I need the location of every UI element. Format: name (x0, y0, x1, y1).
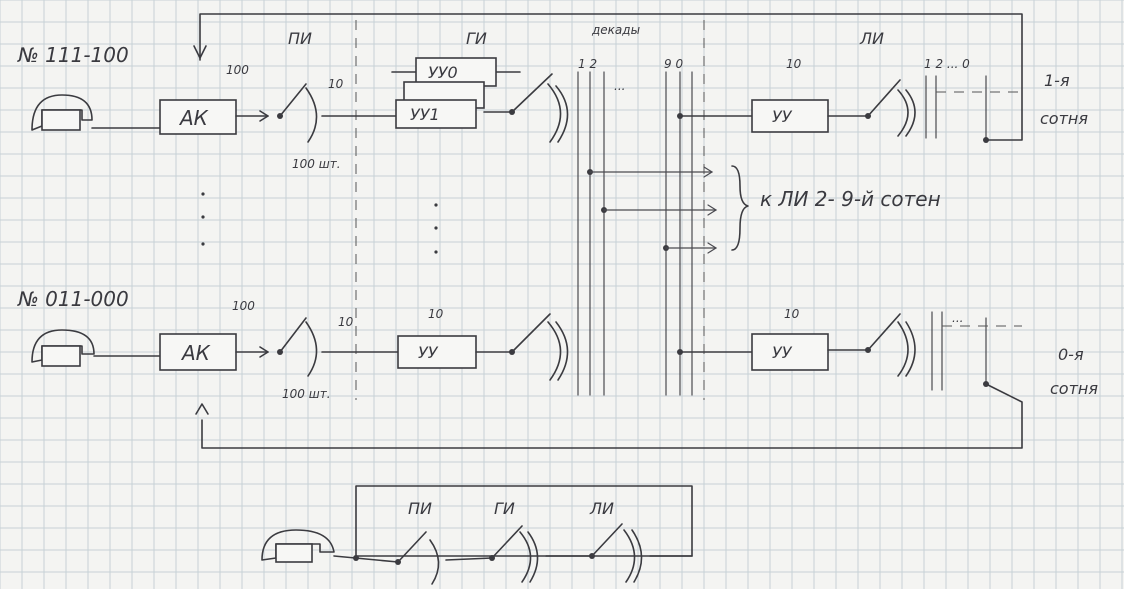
tap-arrow-icon-1 (703, 166, 714, 178)
bottom-pi-label: ПИ (408, 499, 432, 518)
uu-li-box-bottom (751, 333, 829, 371)
sotnya-label-0: сотня (1050, 379, 1098, 398)
ak-box-bottom (159, 333, 237, 371)
gi-switch-arm-top (511, 73, 553, 113)
to-li-label: к ЛИ 2- 9-й сотен (760, 187, 941, 211)
bottom-return-line (201, 383, 1023, 449)
uu1-box (395, 99, 477, 129)
tap-arrow-icon-2 (707, 204, 718, 216)
bottom-gi-field-a (519, 531, 532, 583)
top-return-line (199, 13, 1023, 141)
pi-outlet-10-bottom: 10 (338, 315, 354, 329)
li-header: ЛИ (859, 29, 884, 48)
li-count-bottom: 10 (784, 307, 800, 321)
row-ellipsis-mid (434, 203, 438, 254)
uu-li-label-bottom: УУ (772, 343, 793, 362)
li-field-bottom-b (905, 321, 916, 377)
down-arrow-icon (193, 45, 207, 59)
arrow-icon-2 (259, 346, 269, 358)
li-field-top-b (905, 89, 916, 137)
bottom-pi-arm (397, 531, 427, 563)
hundred-0-label: 0-я (1058, 345, 1084, 364)
bottom-gi-arm (491, 525, 523, 559)
pi-header: ПИ (288, 29, 312, 48)
gi-field-top-b (555, 85, 569, 143)
ak-label-bottom: АК (180, 341, 211, 365)
pi-count-bottom: 100 (232, 299, 255, 313)
li-out-dot-top (983, 137, 989, 143)
decade-label: декады (591, 23, 640, 37)
gi-outlet-ellipsis: ... (614, 79, 625, 93)
li-out-dot-bottom (983, 381, 989, 387)
brace-icon (731, 165, 749, 251)
gi-field-bottom-b (555, 321, 569, 381)
hundred-1-label: 1-я (1044, 71, 1070, 90)
bottom-li-field-a (623, 529, 636, 583)
line-bottom-pi-gi (445, 557, 493, 561)
ak-box-top (159, 99, 237, 135)
li-count-top: 10 (786, 57, 802, 71)
pi-switch-arm (279, 83, 307, 117)
gi-outlet-ticks-12: 1 2 (578, 57, 597, 71)
li-field-top-a (897, 89, 909, 137)
bottom-junction-dot (353, 555, 359, 561)
li-switch-arm-bottom (867, 313, 901, 351)
bottom-gi-label: ГИ (494, 499, 515, 518)
line-bottom-phone-pi (333, 555, 399, 563)
uu-gi-label-bottom: УУ (418, 343, 439, 362)
pi-contact-field (305, 87, 318, 143)
gi-field-bottom-a (547, 321, 562, 381)
telephone-icon (31, 94, 93, 131)
bottom-li-field-b (631, 529, 643, 583)
uu-li-box-top (751, 99, 829, 133)
gi-field-top-a (547, 83, 562, 143)
gi-outlet-ticks-90: 9 0 (664, 57, 683, 71)
li-switch-arm-top (867, 79, 901, 117)
gi-switch-arm-bottom (511, 313, 551, 353)
uu0-label: УУ0 (428, 63, 458, 82)
up-arrow-icon (195, 403, 209, 415)
telephone-icon-2 (31, 329, 95, 367)
subscriber-number-top: № 111-100 (17, 43, 129, 67)
row-ellipsis-left (201, 192, 205, 246)
pi-count-top: 100 (226, 63, 249, 77)
pi-pcs-bottom: 100 шт. (282, 387, 331, 401)
arrow-icon (259, 110, 269, 122)
bottom-pi-field (429, 539, 440, 585)
bottom-li-arm (591, 523, 623, 557)
telephone-icon-3 (261, 529, 335, 563)
pi-pcs-top: 100 шт. (292, 157, 341, 171)
gi-count-bottom: 10 (428, 307, 444, 321)
bottom-loop-frame (355, 485, 693, 557)
uu-li-label-top: УУ (772, 107, 793, 126)
pi-switch-arm-2 (279, 317, 307, 353)
ak-label-top: АК (178, 106, 209, 130)
pi-outlet-10-top: 10 (328, 77, 344, 91)
tap-arrow-icon-3 (707, 242, 718, 254)
gi-header: ГИ (466, 29, 487, 48)
li-outlet-ellipsis-bottom: ... (952, 311, 963, 325)
subscriber-number-bottom: № 011-000 (17, 287, 129, 311)
uu1-label: УУ1 (410, 105, 440, 124)
bottom-gi-field-b (527, 531, 539, 583)
li-outlet-ticks-top: 1 2 ... 0 (924, 57, 970, 71)
li-field-bottom-a (897, 321, 909, 377)
bottom-li-label: ЛИ (589, 499, 614, 518)
pi-field-2 (305, 321, 318, 377)
sotnya-label-1: сотня (1040, 109, 1088, 128)
